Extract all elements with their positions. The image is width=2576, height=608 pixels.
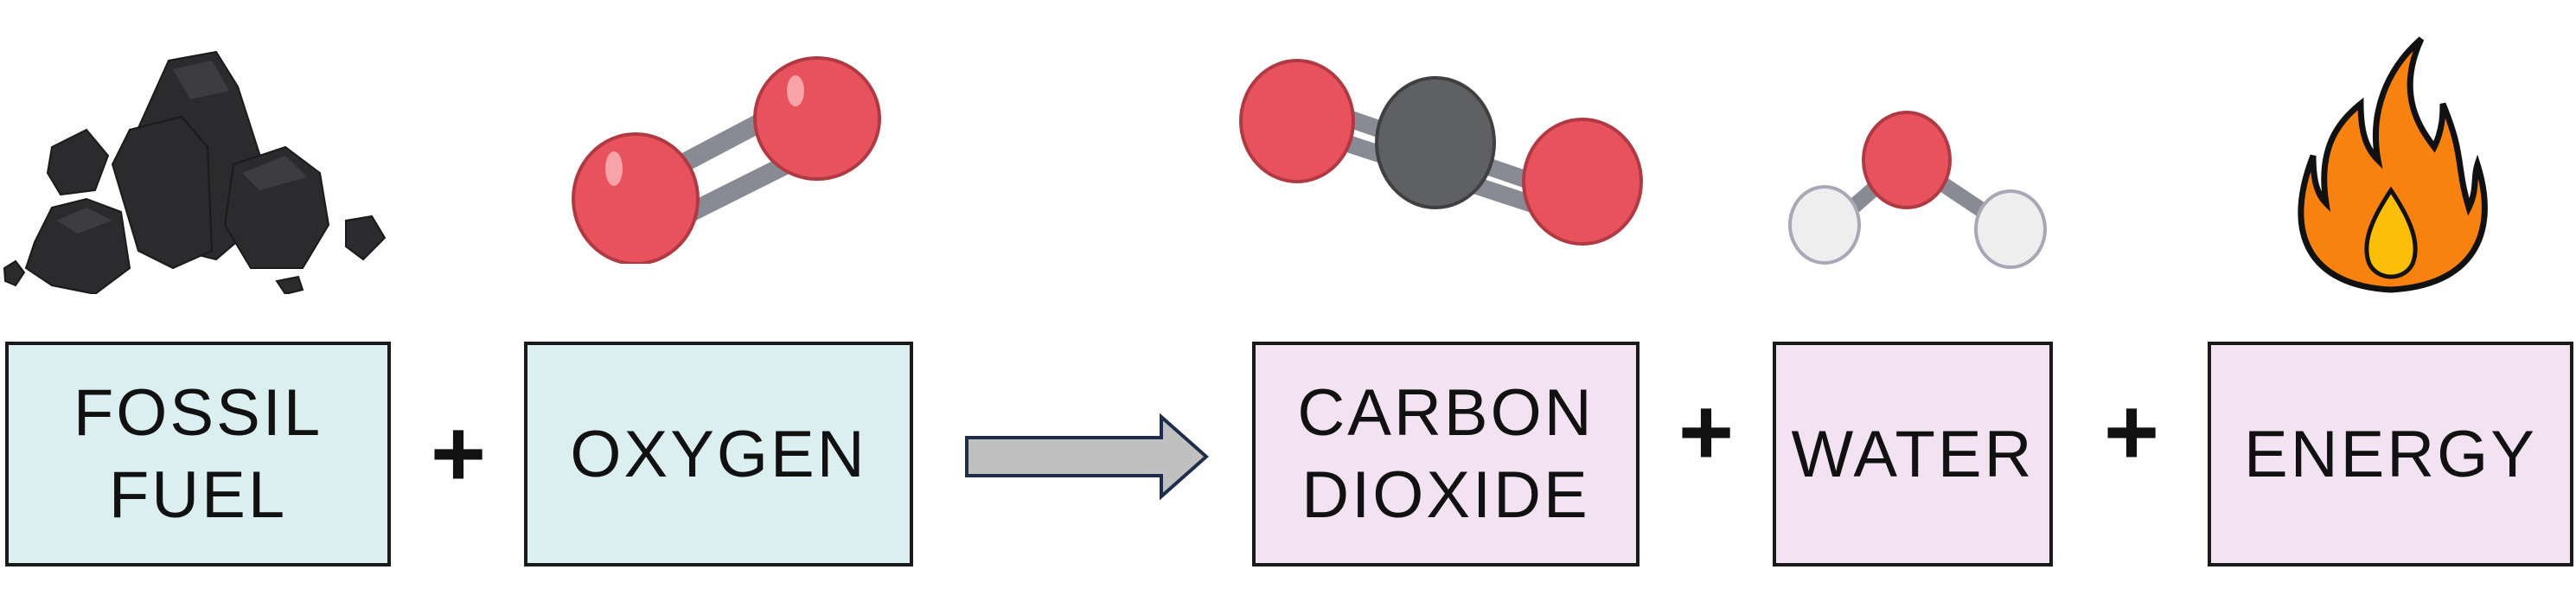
- oxygen-molecule-icon: [572, 56, 881, 264]
- oxygen-box: OXYGEN: [524, 342, 913, 566]
- energy-box: ENERGY: [2208, 342, 2573, 566]
- carbon-dioxide-molecule-icon: [1239, 59, 1643, 246]
- carbon-dioxide-label-line2: DIOXIDE: [1301, 458, 1590, 532]
- flame-icon: [2298, 36, 2488, 293]
- energy-label: ENERGY: [2244, 417, 2537, 491]
- coal-icon: [3, 50, 387, 294]
- carbon-dioxide-box: CARBON DIOXIDE: [1252, 342, 1640, 566]
- plus-sign: +: [2103, 379, 2160, 485]
- fossil-fuel-label-line1: FOSSIL: [73, 376, 323, 450]
- water-box: WATER: [1773, 342, 2053, 566]
- plus-sign: +: [1678, 379, 1735, 485]
- water-molecule-icon: [1788, 111, 2047, 269]
- oxygen-label: OXYGEN: [570, 417, 867, 491]
- reaction-arrow-icon: [965, 413, 1210, 500]
- fossil-fuel-label-line2: FUEL: [108, 458, 288, 532]
- fossil-fuel-box: FOSSIL FUEL: [5, 342, 391, 566]
- plus-sign: +: [430, 400, 487, 507]
- water-label: WATER: [1791, 417, 2035, 491]
- carbon-dioxide-label-line1: CARBON: [1297, 376, 1595, 450]
